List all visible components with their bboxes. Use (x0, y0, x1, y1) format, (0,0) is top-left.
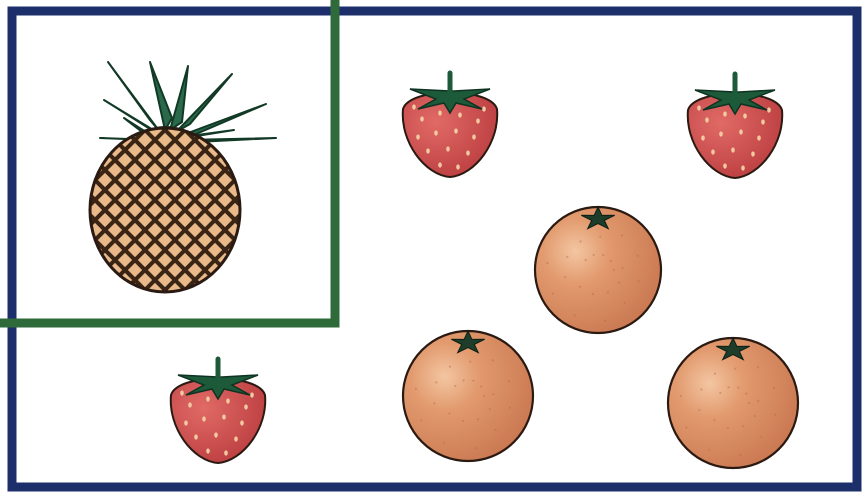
orange-icon (403, 331, 533, 461)
strawberry-icon (688, 74, 782, 178)
orange-icon (535, 207, 661, 333)
strawberry-icon (171, 359, 265, 463)
strawberry-icon (403, 73, 497, 177)
orange-icon (668, 338, 798, 468)
